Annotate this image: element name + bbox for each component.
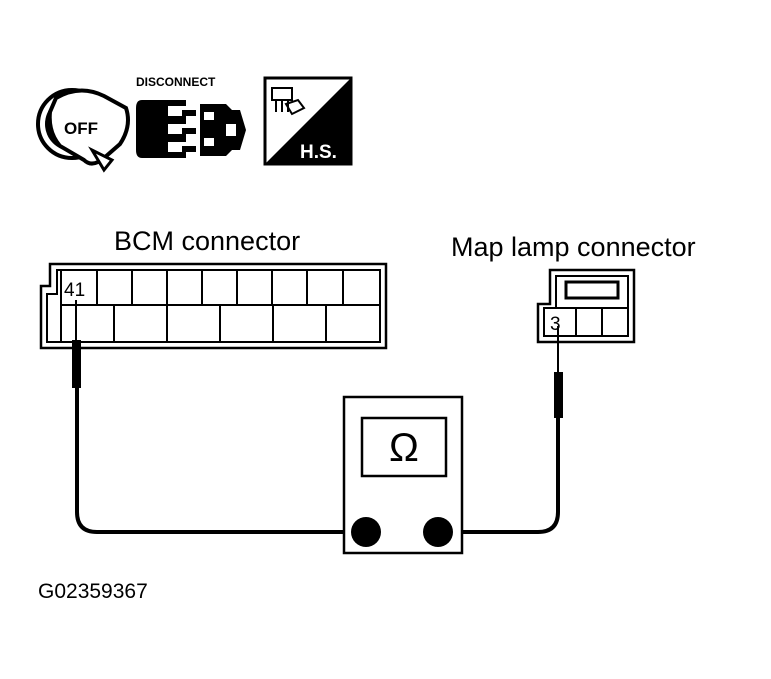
map-lamp-pin-label: 3 [550, 314, 561, 335]
disconnect-text: DISCONNECT [136, 75, 216, 89]
bcm-connector: 41 [39, 262, 388, 350]
disconnect-connector-icon: DISCONNECT [136, 75, 246, 158]
ignition-key-off-icon: OFF [36, 88, 130, 173]
ignition-off-text: OFF [64, 119, 98, 138]
map-lamp-connector-label: Map lamp connector [451, 232, 696, 262]
left-probe [72, 300, 366, 534]
ohmmeter: Ω [342, 395, 464, 555]
map-lamp-connector: 3 [536, 268, 636, 344]
hs-text: H.S. [300, 142, 337, 163]
right-probe [438, 326, 563, 534]
harness-sub-icon: H.S. [263, 76, 353, 166]
bcm-pin-label: 41 [64, 280, 85, 301]
figure-code: G02359367 [38, 580, 148, 603]
meter-terminal-right [423, 517, 453, 547]
bcm-connector-label: BCM connector [114, 226, 300, 256]
meter-terminal-left [351, 517, 381, 547]
ohm-symbol: Ω [389, 426, 419, 470]
mini-connector-icon [271, 87, 306, 116]
